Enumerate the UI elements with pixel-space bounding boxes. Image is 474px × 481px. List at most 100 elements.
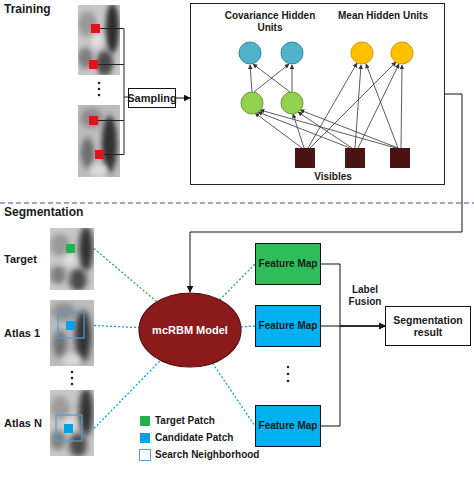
mean-unit [351, 42, 373, 64]
sample-square [95, 150, 104, 159]
network-link [253, 64, 290, 92]
node-text: Covariance Hidden Units [222, 10, 318, 33]
sampling-wire [98, 29, 128, 155]
node-text: Feature Map [259, 420, 318, 432]
node-text: Visibles [303, 171, 363, 183]
network-link [355, 65, 361, 148]
legend-swatch [140, 416, 150, 426]
network-link [250, 65, 252, 92]
node-text: Atlas 1 [4, 300, 48, 366]
connector [241, 325, 255, 327]
connector [94, 360, 161, 428]
section-label: Training [4, 3, 94, 17]
network-link [366, 64, 398, 148]
segmentation-patch [50, 226, 94, 291]
training-patch [78, 105, 120, 177]
legend-swatch [140, 433, 150, 443]
image-patch: Atlas N [50, 390, 94, 456]
sample-square [89, 60, 98, 69]
connector [94, 249, 157, 302]
node-text: Target [4, 228, 48, 290]
section-label: Label Fusion [344, 284, 386, 307]
visible-unit [295, 148, 315, 168]
connector [220, 264, 255, 300]
continuation-dots [98, 82, 101, 85]
continuation-dots [287, 366, 290, 369]
network-link [293, 114, 304, 148]
factor-unit [241, 92, 303, 114]
continuation-dots [71, 371, 74, 374]
network-link [258, 112, 350, 148]
legend-outline [139, 449, 151, 461]
visible-unit [295, 148, 410, 168]
section-divider [0, 203, 474, 204]
model-ellipse: mcRBM Model [138, 292, 242, 368]
target-patch-square [66, 244, 75, 253]
network-link [298, 112, 352, 148]
connector [190, 94, 462, 292]
segmentation-patch [50, 300, 94, 366]
candidate-patch-square [66, 321, 75, 330]
network-link [401, 65, 402, 148]
image-patch: Atlas 1 [50, 300, 94, 366]
legend-row: Search Neighborhood [139, 448, 259, 462]
connector [213, 363, 256, 426]
candidate-patch-square [64, 424, 73, 433]
factor-unit [281, 92, 303, 114]
feature-map-box: Feature Map [255, 405, 321, 447]
result-box: Segmentation result [385, 306, 471, 346]
node-text: Feature Map [259, 320, 318, 332]
continuation-dots [287, 380, 290, 383]
mean-unit [391, 42, 413, 64]
sample-square [91, 24, 100, 33]
training-patch [78, 3, 120, 76]
connector [321, 326, 385, 327]
model-panel: Covariance Hidden UnitsMean Hidden Units… [190, 3, 445, 185]
legend-row: Candidate Patch [139, 431, 233, 445]
legend-row: Target Patch [139, 414, 215, 428]
visible-unit [345, 148, 365, 168]
connector [321, 326, 385, 426]
continuation-dots [287, 373, 290, 376]
feature-map-box: Feature Map [255, 243, 321, 285]
network-link [254, 64, 289, 92]
network-link [308, 63, 357, 148]
section-label: Segmentation [4, 206, 114, 220]
network-link [358, 64, 399, 148]
covariance-unit [239, 42, 261, 64]
mean-unit [351, 42, 413, 64]
visible-unit [390, 148, 410, 168]
image-patch: Target [50, 228, 94, 290]
segmentation-patch [50, 388, 94, 457]
segmentation-patch [50, 226, 94, 457]
node-text: mcRBM Model [152, 324, 228, 337]
factor-unit [241, 92, 263, 114]
network-link [300, 110, 398, 148]
continuation-dots [98, 88, 101, 91]
legend-text: Search Neighborhood [155, 449, 259, 461]
connector [94, 326, 139, 328]
node-text: Segmentation result [387, 314, 469, 338]
search-neighborhood [56, 312, 84, 441]
node-text: Sampling [127, 92, 177, 105]
continuation-dots [71, 377, 74, 380]
network-link [292, 65, 293, 92]
covariance-unit [281, 42, 303, 64]
continuation-dots [71, 383, 74, 386]
legend-text: Target Patch [155, 415, 215, 427]
connector [176, 98, 190, 99]
ellipse-shape [139, 293, 241, 367]
continuation-dots [98, 94, 101, 97]
process-box: Sampling [128, 88, 176, 108]
node-text: Feature Map [259, 258, 318, 270]
legend-text: Candidate Patch [155, 432, 233, 444]
candidate-patch-square [64, 321, 75, 433]
node-text: Atlas N [4, 390, 48, 456]
covariance-unit [239, 42, 303, 64]
search-neighborhood [56, 415, 82, 441]
network-link [250, 62, 402, 148]
sample-square [89, 24, 104, 159]
